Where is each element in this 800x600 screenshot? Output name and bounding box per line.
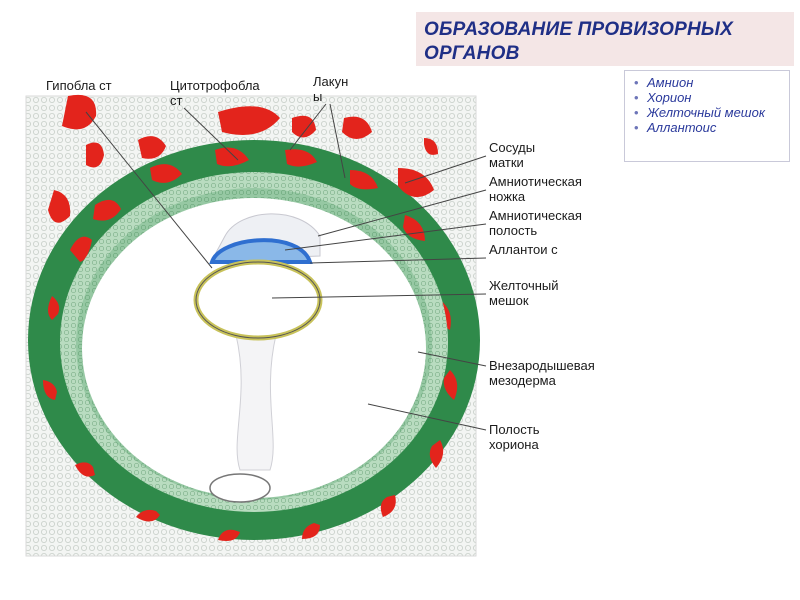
amnion bbox=[209, 238, 313, 264]
label-cytotrophoblast: Цитотрофобла ст bbox=[170, 78, 260, 108]
list-item-chorion: Хорион bbox=[633, 90, 783, 105]
leader-lacunae-2 bbox=[329, 103, 346, 179]
leader-chorion-cavity bbox=[367, 403, 487, 431]
organs-list: Амнион Хорион Желточный мешок Аллантоис bbox=[625, 71, 789, 135]
label-extraembryonic-mesoderm: Внезародышевая мезодерма bbox=[489, 358, 595, 388]
leader-yolk-sac bbox=[271, 293, 487, 299]
label-lacunae: Лакун ы bbox=[313, 74, 349, 104]
list-item-amnion: Амнион bbox=[633, 75, 783, 90]
uterine-vessels bbox=[48, 94, 438, 223]
connecting-strand bbox=[235, 334, 277, 471]
leader-lacunae-1 bbox=[289, 103, 327, 151]
leader-cytotrophoblast bbox=[183, 107, 239, 161]
label-uterine-vessels: Сосуды матки bbox=[489, 140, 536, 170]
leader-uterine-vessels bbox=[404, 155, 487, 184]
label-chorion-cavity: Полость хориона bbox=[489, 422, 540, 452]
title-banner bbox=[416, 12, 794, 66]
lacunae-in-ring bbox=[43, 147, 458, 541]
label-amniotic-stalk: Амниотическая ножка bbox=[489, 174, 582, 204]
label-yolk-sac: Желточный мешок bbox=[489, 278, 559, 308]
leader-mesoderm bbox=[417, 351, 487, 367]
allantois-vesicle bbox=[209, 473, 271, 503]
leader-hypoblast bbox=[85, 111, 213, 269]
list-item-yolk-sac: Желточный мешок bbox=[633, 105, 783, 120]
leader-allantois bbox=[309, 257, 487, 264]
leader-amniotic-stalk bbox=[317, 189, 487, 237]
leader-amniotic-cavity bbox=[284, 223, 487, 251]
label-allantois: Аллантои с bbox=[489, 242, 558, 257]
slide-title: ОБРАЗОВАНИЕ ПРОВИЗОРНЫХ ОРГАНОВ bbox=[424, 19, 733, 64]
organs-list-box: Амнион Хорион Желточный мешок Аллантоис bbox=[624, 70, 790, 162]
label-hypoblast: Гипобла ст bbox=[46, 78, 112, 93]
list-item-allantois: Аллантоис bbox=[633, 120, 783, 135]
label-amniotic-cavity: Амниотическая полость bbox=[489, 208, 582, 238]
